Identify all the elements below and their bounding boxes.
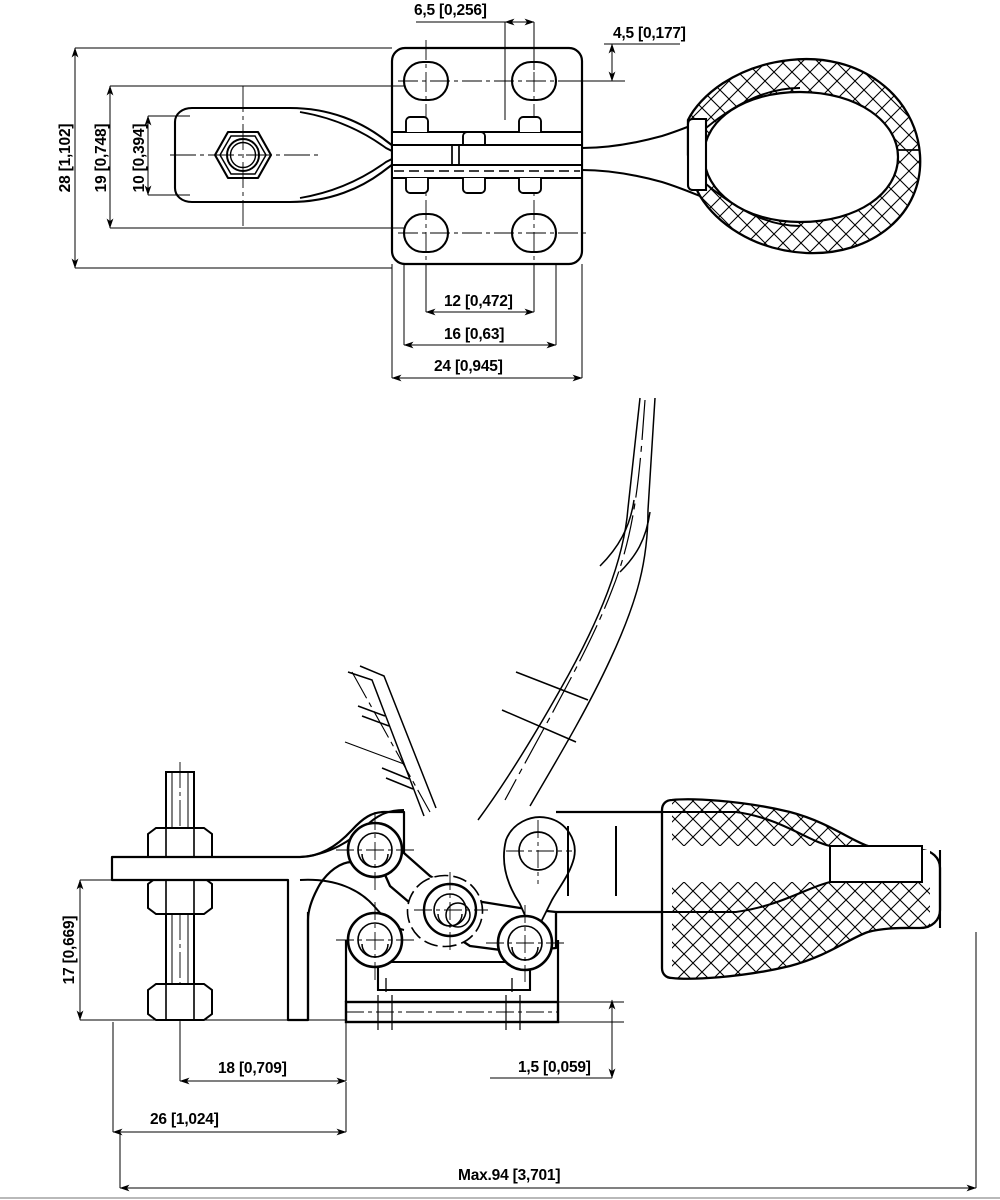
hex-nut-lower [147,983,213,1021]
handle-grip-side [556,798,942,980]
dimension-6-5-label: 6,5 [0,256] [414,2,487,19]
dimension-16-label: 16 [0,63] [444,326,504,343]
dimension-28: 28 [1,102] [57,47,392,269]
pin-centerlines [336,812,572,982]
dimension-max-94-label: Max.94 [3,701] [458,1167,560,1184]
spindle-open-position-phantom [344,665,437,817]
dimension-1-5: 1,5 [0,059] [490,999,624,1079]
dimension-19: 19 [0,748] [93,85,404,229]
pivot-pins-side [336,812,572,982]
spindle-bolt-assembly [147,762,213,1040]
nut-centerlines [170,86,320,228]
dimension-19-label: 19 [0,748] [93,124,110,193]
dimension-10: 10 [0,394] [131,115,190,196]
dimension-12: 12 [0,472] [425,264,535,316]
hinge-bracket-top [391,116,583,194]
hex-nut-middle [147,877,213,915]
dimension-17-label: 17 [0,669] [61,916,78,985]
dimension-24: 24 [0,945] [391,264,583,382]
dimension-26-label: 26 [1,024] [150,1111,219,1128]
handle-open-position-phantom [477,397,656,821]
dimension-12-label: 12 [0,472] [444,293,513,310]
dimension-28-label: 28 [1,102] [57,124,74,193]
dimension-4-5: 4,5 [0,177] [560,25,686,82]
dimension-18: 18 [0,709] [179,1022,347,1085]
dimension-max-94: Max.94 [3,701] [119,932,977,1192]
dimension-17: 17 [0,669] [61,879,346,1021]
dimension-26: 26 [1,024] [112,1022,347,1136]
dimension-4-5-label: 4,5 [0,177] [613,25,686,42]
dimension-1-5-label: 1,5 [0,059] [518,1059,591,1076]
base-plate-hole-ticks [377,995,521,1030]
dimension-10-label: 10 [0,394] [131,124,148,193]
dimension-16: 16 [0,63] [403,264,557,349]
base-plate-side [344,940,560,1030]
dimension-18-label: 18 [0,709] [218,1060,287,1077]
handle-loop-grip-top [686,57,922,255]
dimension-24-label: 24 [0,945] [434,358,503,375]
top-view: 6,5 [0,256] 4,5 [0,177] 28 [1,102] 19 [0… [57,2,922,382]
side-view: 17 [0,669] 18 [0,709] 26 [1,024] 1,5 [0,… [61,397,977,1192]
dimension-6-5: 6,5 [0,256] [414,2,535,120]
handle-bar-top [581,121,701,197]
